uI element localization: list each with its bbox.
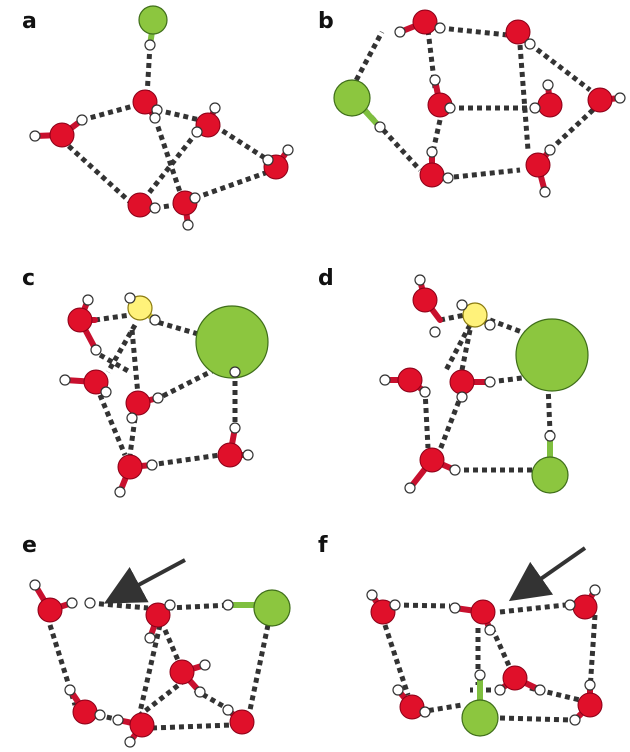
panel-label-b: b (318, 9, 334, 34)
atoms (29, 5, 294, 231)
covalent-bonds (32, 22, 291, 228)
arrow-icon (103, 558, 186, 604)
panel-d-cluster (379, 274, 589, 494)
panel-f-cluster (366, 546, 603, 737)
panel-label-f: f (318, 533, 328, 558)
atoms (366, 584, 603, 737)
panel-label-e: e (22, 533, 37, 558)
panel-e-cluster (29, 558, 291, 748)
hydrogen-bonds (382, 602, 598, 723)
panel-c-cluster (59, 292, 269, 498)
atoms (379, 274, 589, 494)
atoms (333, 9, 626, 198)
panel-a-cluster (29, 5, 294, 231)
panel-label-a: a (22, 9, 37, 34)
arrow-icon (508, 546, 587, 602)
hydrogen-bonds (60, 44, 270, 211)
atoms (29, 579, 291, 748)
panel-label-d: d (318, 266, 334, 291)
panel-label-c: c (22, 266, 35, 291)
hydrogen-bonds (422, 312, 553, 473)
atoms (59, 292, 269, 498)
panel-b-cluster (333, 9, 626, 198)
hydrogen-bonds (94, 312, 238, 468)
hydrogen-bonds (47, 600, 271, 731)
